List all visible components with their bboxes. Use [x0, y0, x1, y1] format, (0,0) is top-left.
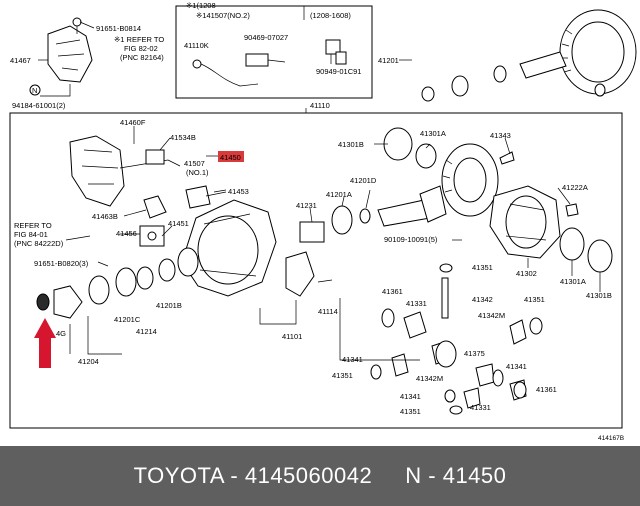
label-fig84-01: FIG 84-01	[14, 230, 48, 239]
label-41351-b: 41351	[524, 295, 545, 304]
label-41222a: 41222A	[562, 183, 588, 192]
label-41351-c: 41351	[332, 371, 353, 380]
label-41301b-right: 41301B	[586, 291, 612, 300]
flange-41204	[36, 266, 154, 319]
footer-bar: TOYOTA - 4145060042 N - 41450	[0, 446, 640, 506]
label-41331-b: 41331	[470, 403, 491, 412]
label-91651-b0820: 91651-B0820(3)	[34, 259, 89, 268]
parts-diagram: N	[9, 1, 637, 442]
label-41201-top: 41201	[378, 56, 399, 65]
leader-lines	[38, 21, 601, 361]
label-41534b: 41534B	[170, 133, 196, 142]
label-41450-highlighted: 41450	[220, 153, 241, 162]
part-labels: 91651-B0814 41467 94184-61001(2) ※1 REFE…	[10, 1, 624, 442]
label-41343: 41343	[490, 131, 511, 140]
label-94184-61001: 94184-61001(2)	[12, 101, 66, 110]
label-41507: 41507	[184, 159, 205, 168]
highlight-box-41450	[218, 151, 244, 162]
carrier-housing-41110	[158, 199, 277, 297]
label-range-1208-1608: (1208-1608)	[310, 11, 351, 20]
label-41301a-top: 41301A	[420, 129, 446, 138]
label-refer-fig84: REFER TO	[14, 221, 52, 230]
label-41201a: 41201A	[326, 190, 352, 199]
label-41341-c: 41341	[400, 392, 421, 401]
label-pnc84222d: (PNC 84222D)	[14, 239, 64, 248]
label-41341-b: 41341	[506, 362, 527, 371]
label-41463b: 41463B	[92, 212, 118, 221]
label-41201d: 41201D	[350, 176, 377, 185]
label-41214: 41214	[136, 327, 157, 336]
bracket-41467	[47, 17, 93, 83]
label-41331-a: 41331	[406, 299, 427, 308]
label-41342: 41342	[472, 295, 493, 304]
label-90109-10091: 90109-10091(5)	[384, 235, 438, 244]
label-41201b: 41201B	[156, 301, 182, 310]
label-41302: 41302	[516, 269, 537, 278]
label-41231: 41231	[296, 201, 317, 210]
diff-small-parts	[370, 263, 543, 415]
label-41351-a: 41351	[472, 263, 493, 272]
label-4g: 4G	[56, 329, 66, 338]
sensor-harness	[192, 39, 347, 87]
label-41453: 41453	[228, 187, 249, 196]
extension-housing-41450	[69, 135, 227, 247]
label-refer-fig82: ※1 REFER TO	[114, 35, 164, 44]
label-41467: 41467	[10, 56, 31, 65]
label-note-1208: ※1(1208-	[186, 1, 219, 10]
label-41342m-a: 41342M	[478, 311, 505, 320]
label-41101: 41101	[282, 332, 302, 341]
label-no1: (NO.1)	[186, 168, 209, 177]
label-41301b: 41301B	[338, 140, 364, 149]
inset-frame-sensor	[175, 5, 373, 99]
note-circle-n: N	[29, 84, 41, 96]
label-41342m-b: 41342M	[416, 374, 443, 383]
label-41361-b: 41361	[536, 385, 557, 394]
label-90469-07027: 90469-07027	[244, 33, 288, 42]
label-91651-b0814: 91651-B0814	[96, 24, 141, 33]
label-pnc82164: (PNC 82164)	[120, 53, 164, 62]
label-41375: 41375	[464, 349, 485, 358]
label-141507: ※141507(NO.2)	[196, 11, 250, 20]
label-41456: 41456	[116, 229, 137, 238]
label-41301a: 41301A	[560, 277, 586, 286]
ring-gear-main	[383, 127, 515, 217]
label-90949-01c91: 90949-01C91	[316, 67, 361, 76]
bearing-cap-41114	[285, 251, 333, 297]
label-ref-code: 414167B	[598, 435, 624, 442]
label-41204: 41204	[78, 357, 99, 366]
pinion-gear-41201	[299, 185, 447, 243]
label-41201c: 41201C	[114, 315, 141, 324]
label-41114: 41114	[318, 307, 338, 316]
label-fig82-02: FIG 82-02	[124, 44, 158, 53]
main-frame	[9, 112, 623, 429]
label-41110: 41110	[310, 101, 330, 110]
svg-text:N: N	[32, 86, 37, 95]
red-arrow-indicator	[34, 318, 56, 368]
part-number-caption: TOYOTA - 4145060042 N - 41450	[133, 463, 507, 488]
diff-case-41302	[489, 185, 613, 273]
label-41110k: 41110K	[184, 41, 209, 50]
label-41460f: 41460F	[120, 118, 146, 127]
ring-gear-41201	[421, 9, 637, 102]
label-41351-d: 41351	[400, 407, 421, 416]
label-41341-a: 41341	[342, 355, 363, 364]
label-41451: 41451	[168, 219, 189, 228]
label-41361-a: 41361	[382, 287, 403, 296]
